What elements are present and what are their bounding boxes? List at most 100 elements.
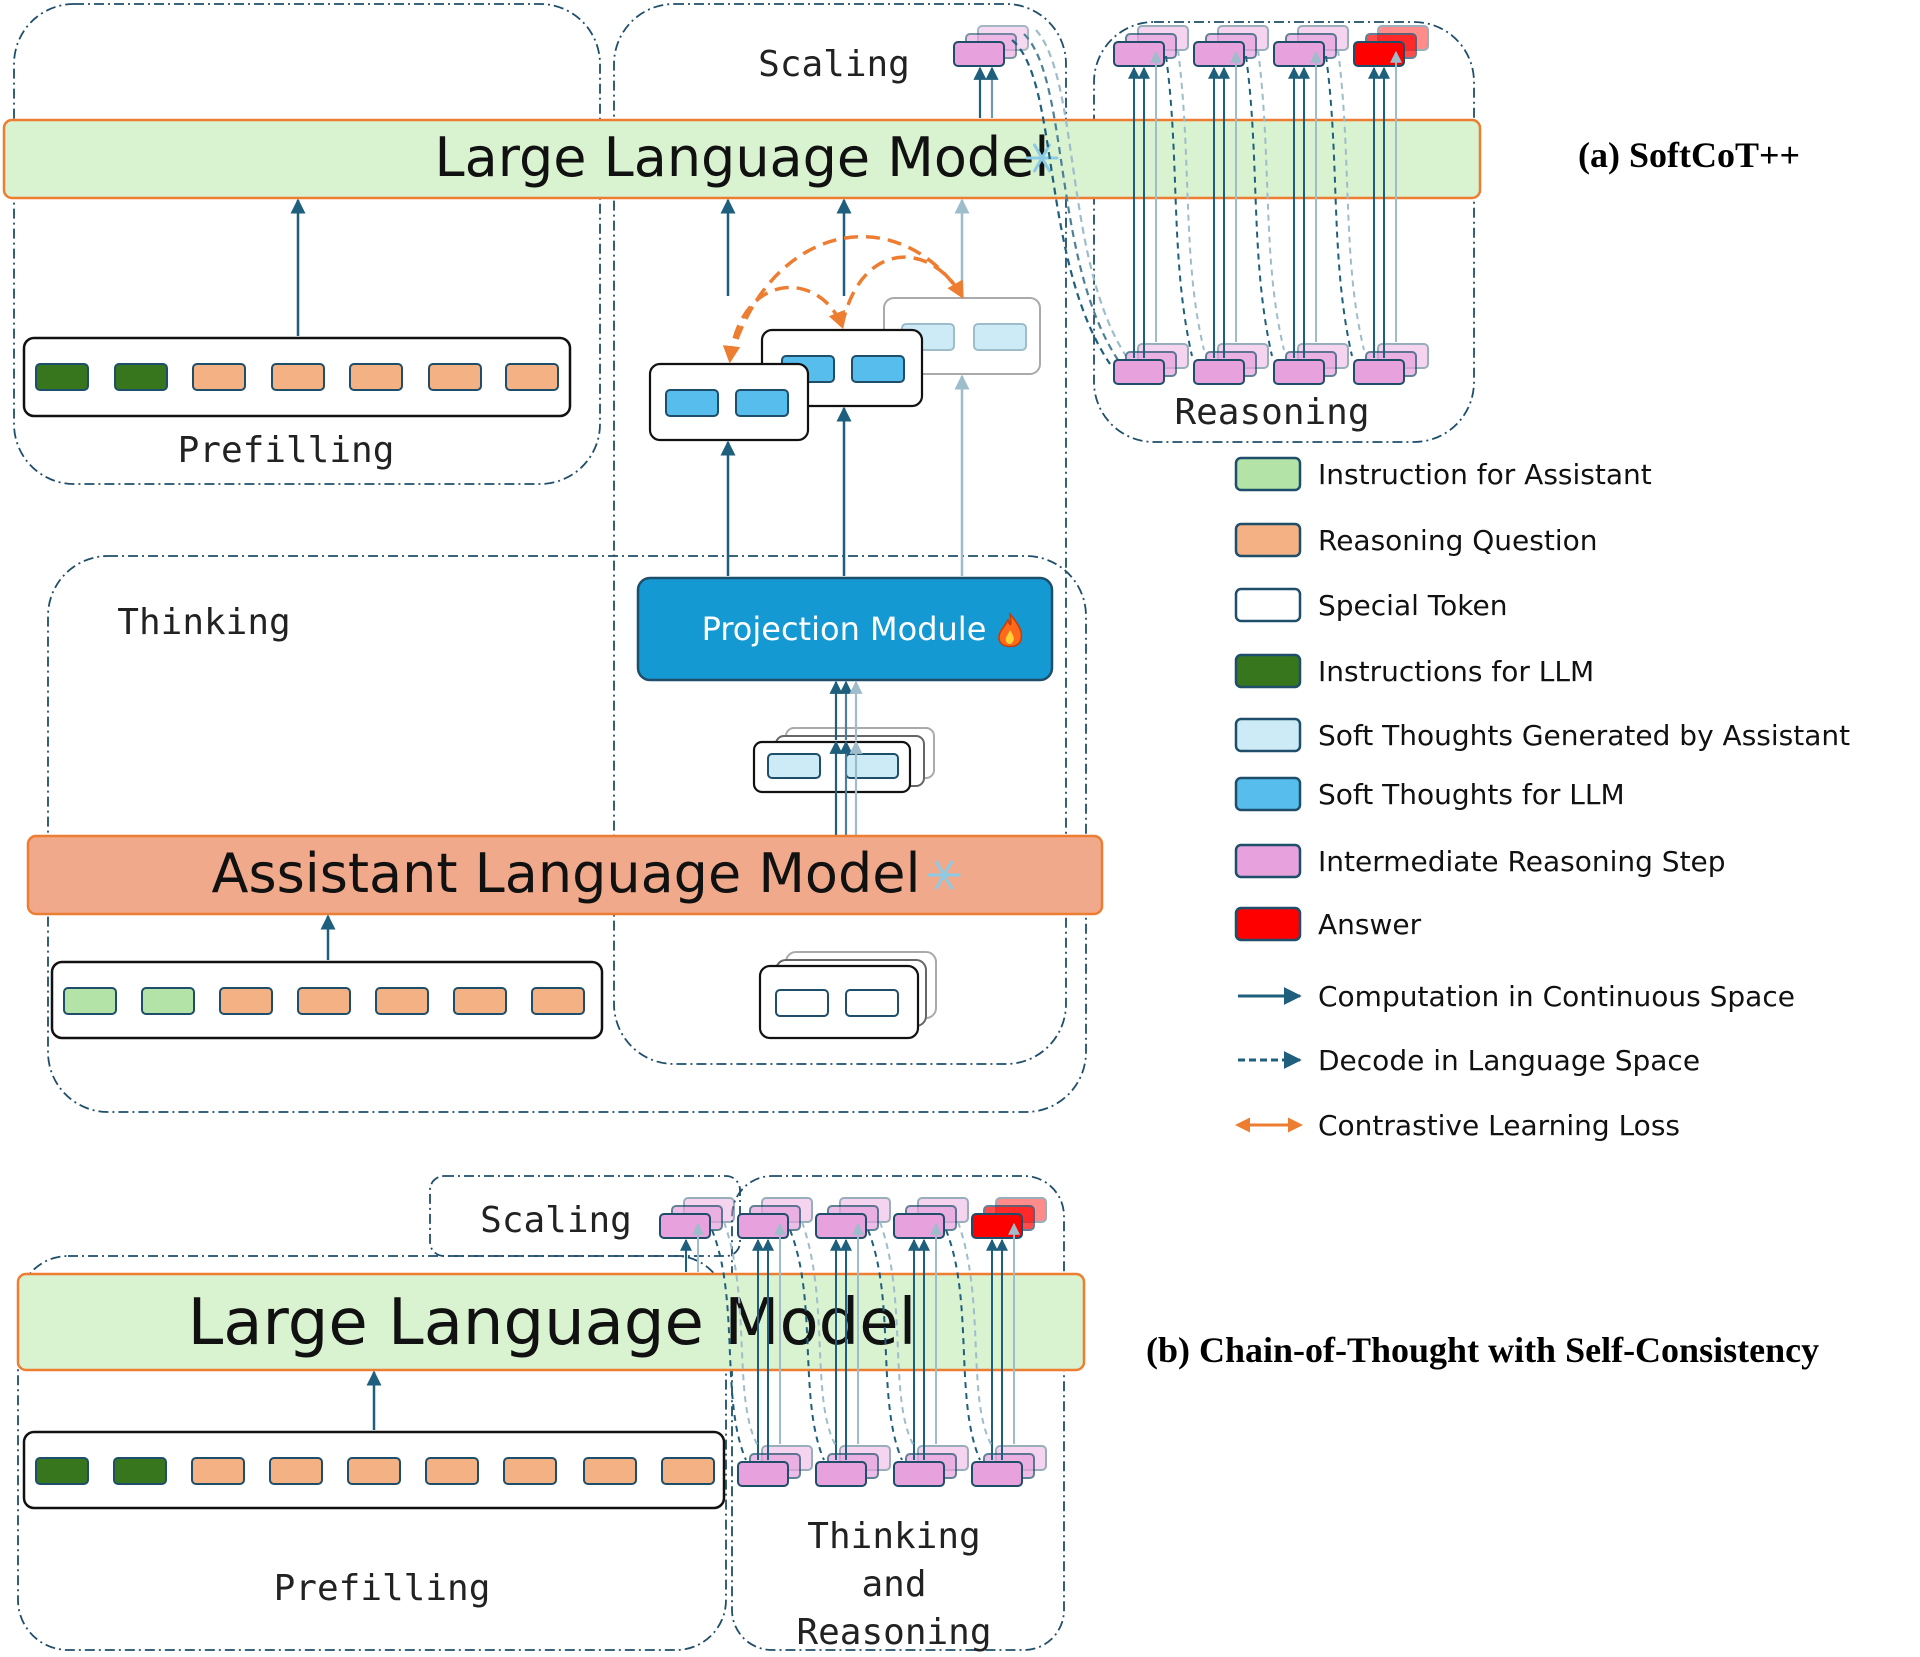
- softthought-to-llm-arrows: [720, 198, 970, 296]
- legend-item: Decode in Language Space: [1238, 1044, 1700, 1077]
- token-question: [347, 1457, 401, 1485]
- fire-icon: [998, 611, 1023, 648]
- scaling-label-a: Scaling: [758, 44, 910, 85]
- scaling-output-stack-a: [953, 25, 1029, 67]
- decode-curves-a: [1011, 29, 1127, 365]
- token-instruction-assistant: [63, 987, 117, 1015]
- reasoning-arrows-a: [1128, 49, 1402, 358]
- legend-item: Special Token: [1234, 587, 1507, 623]
- cot-arrows-b: [680, 1221, 1020, 1461]
- token-question: [375, 987, 429, 1015]
- legend-label: Decode in Language Space: [1318, 1044, 1700, 1077]
- reasoning-step-token: [1273, 359, 1325, 385]
- token-question: [505, 363, 559, 391]
- legend-swatch: [1234, 906, 1302, 942]
- prefilling-region-b: [17, 1255, 727, 1651]
- thinking-reasoning-label-3: Reasoning: [796, 1612, 991, 1653]
- special-token: [845, 989, 899, 1017]
- legend-label: Contrastive Learning Loss: [1318, 1109, 1680, 1142]
- special-token-stack: [758, 951, 937, 1040]
- reasoning-region: [1093, 21, 1475, 443]
- projection-module: [636, 576, 1054, 682]
- legend-item: Answer: [1234, 906, 1422, 942]
- reasoning-step-token: [815, 1461, 867, 1487]
- legend-swatch: [1234, 843, 1302, 879]
- soft-thought-token: [851, 355, 905, 383]
- reasoning-step-token: [1193, 359, 1245, 385]
- contrastive-loss-arcs: [722, 234, 964, 364]
- generated-soft-thoughts-stack: [752, 727, 935, 794]
- token-instruction-llm: [35, 363, 89, 391]
- legend-item: Instruction for Assistant: [1234, 456, 1652, 492]
- legend-item: Computation in Continuous Space: [1238, 980, 1795, 1013]
- llm-bar-a: [2, 118, 1482, 200]
- reasoning-step-token: [659, 1213, 711, 1239]
- legend-label: Special Token: [1318, 589, 1507, 622]
- snowflake-icon: [1025, 143, 1059, 173]
- legend-item: Instructions for LLM: [1234, 653, 1594, 689]
- panel-b: Scaling Large Language Model (b) Chain-o…: [16, 1175, 1819, 1653]
- token-instruction-llm: [113, 1457, 167, 1485]
- token-question: [425, 1457, 479, 1485]
- token-question: [583, 1457, 637, 1485]
- prefilling-label-b: Prefilling: [274, 1568, 491, 1609]
- token-instruction-llm: [114, 363, 168, 391]
- token-question: [349, 363, 403, 391]
- cot-top-tokens: [659, 1197, 1047, 1239]
- prefilling-label-a: Prefilling: [178, 430, 395, 471]
- legend-item: Reasoning Question: [1234, 522, 1597, 558]
- token-instruction-llm: [35, 1457, 89, 1485]
- assistant-to-stack-arrows: [829, 680, 863, 836]
- token-question: [191, 1457, 245, 1485]
- token-question: [503, 1457, 557, 1485]
- scaling-label-b: Scaling: [480, 1200, 632, 1241]
- reasoning-label-a: Reasoning: [1174, 392, 1369, 433]
- prefilling-tokens-a: [35, 363, 559, 391]
- llm-label-a: Large Language Model: [435, 126, 1050, 189]
- token-question: [269, 1457, 323, 1485]
- legend-label: Soft Thoughts for LLM: [1318, 778, 1625, 811]
- legend-item: Soft Thoughts for LLM: [1234, 776, 1625, 812]
- panel-a: Large Language Model (a) SoftCoT++ Prefi…: [2, 3, 1800, 1113]
- soft-thought-groups: [648, 297, 1041, 442]
- snowflake-icon: [927, 860, 961, 890]
- region-outlines-a: [13, 3, 1475, 1113]
- caption-b: (b) Chain-of-Thought with Self-Consisten…: [1146, 1330, 1819, 1370]
- legend-label: Reasoning Question: [1318, 524, 1597, 557]
- legend-swatch: [1234, 776, 1302, 812]
- token-question: [453, 987, 507, 1015]
- scaling-up-arrows-a: [973, 66, 999, 118]
- special-token: [775, 989, 829, 1017]
- llm-label-b: Large Language Model: [188, 1286, 917, 1360]
- legend-label: Intermediate Reasoning Step: [1318, 845, 1726, 878]
- caption-a: (a) SoftCoT++: [1578, 135, 1800, 175]
- legend-swatch: [1234, 587, 1302, 623]
- token-question: [531, 987, 585, 1015]
- reasoning-step-token: [1113, 359, 1165, 385]
- legend-swatch: [1234, 456, 1302, 492]
- soft-thought-group-front: [648, 362, 810, 442]
- legend-label: Answer: [1318, 908, 1422, 941]
- legend-label: Soft Thoughts Generated by Assistant: [1318, 719, 1850, 752]
- legend-item: Soft Thoughts Generated by Assistant: [1234, 717, 1850, 753]
- generated-soft-thought-token: [845, 753, 899, 779]
- prefilling-tokens-b: [35, 1457, 715, 1485]
- legend-label: Instructions for LLM: [1318, 655, 1594, 688]
- token-question: [219, 987, 273, 1015]
- reasoning-bottom-tokens: [1113, 343, 1429, 385]
- token-question: [428, 363, 482, 391]
- assistant-input-tokens: [63, 987, 585, 1015]
- token-question: [271, 363, 325, 391]
- token-question: [297, 987, 351, 1015]
- token-question: [661, 1457, 715, 1485]
- cot-bottom-tokens: [737, 1445, 1047, 1487]
- legend-item: Contrastive Learning Loss: [1235, 1109, 1680, 1142]
- prefilling-region: [13, 3, 601, 485]
- assistant-lm-label: Assistant Language Model: [212, 842, 921, 905]
- thinking-reasoning-label-2: and: [861, 1564, 926, 1605]
- legend-swatch: [1234, 522, 1302, 558]
- assistant-lm-bar: [26, 834, 1104, 916]
- reasoning-top-tokens: [1113, 25, 1429, 67]
- legend-swatch: [1234, 653, 1302, 689]
